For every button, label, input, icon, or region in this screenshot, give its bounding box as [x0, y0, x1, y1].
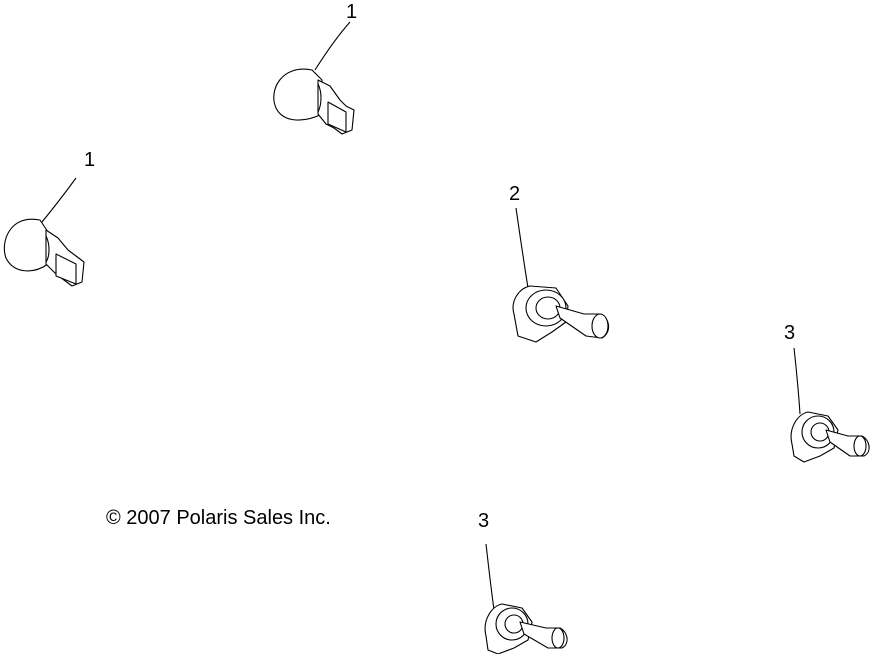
bulb-glass [3, 218, 49, 272]
bulb-terminal [55, 253, 77, 285]
callout-label-3-right: 3 [784, 322, 795, 344]
wedge-bulb-top: 1 [273, 1, 357, 135]
leader-line-1-left [41, 177, 77, 223]
callout-label-2-text: 2 [509, 183, 520, 205]
headlamp-bulb-3-right: 3 [784, 322, 870, 463]
bulb-glass [273, 68, 323, 121]
callout-label-1-left: 1 [84, 149, 95, 171]
callout-label-3-bottom: 3 [478, 510, 489, 532]
callout-label-1-top: 1 [346, 1, 357, 23]
headlamp-bulb-2: 1 2 [509, 183, 610, 343]
wedge-bulb-left: 1 [3, 149, 95, 287]
copyright-text: © 2007 Polaris Sales Inc. [106, 507, 331, 529]
leader-line-2 [515, 207, 529, 289]
headlamp-bulb-3-bottom: 3 [478, 510, 568, 654]
leader-line-3-bottom [485, 543, 495, 611]
leader-line-3-right [793, 347, 801, 415]
bulb-terminal [327, 101, 347, 133]
leader-line-1-top [314, 21, 351, 71]
